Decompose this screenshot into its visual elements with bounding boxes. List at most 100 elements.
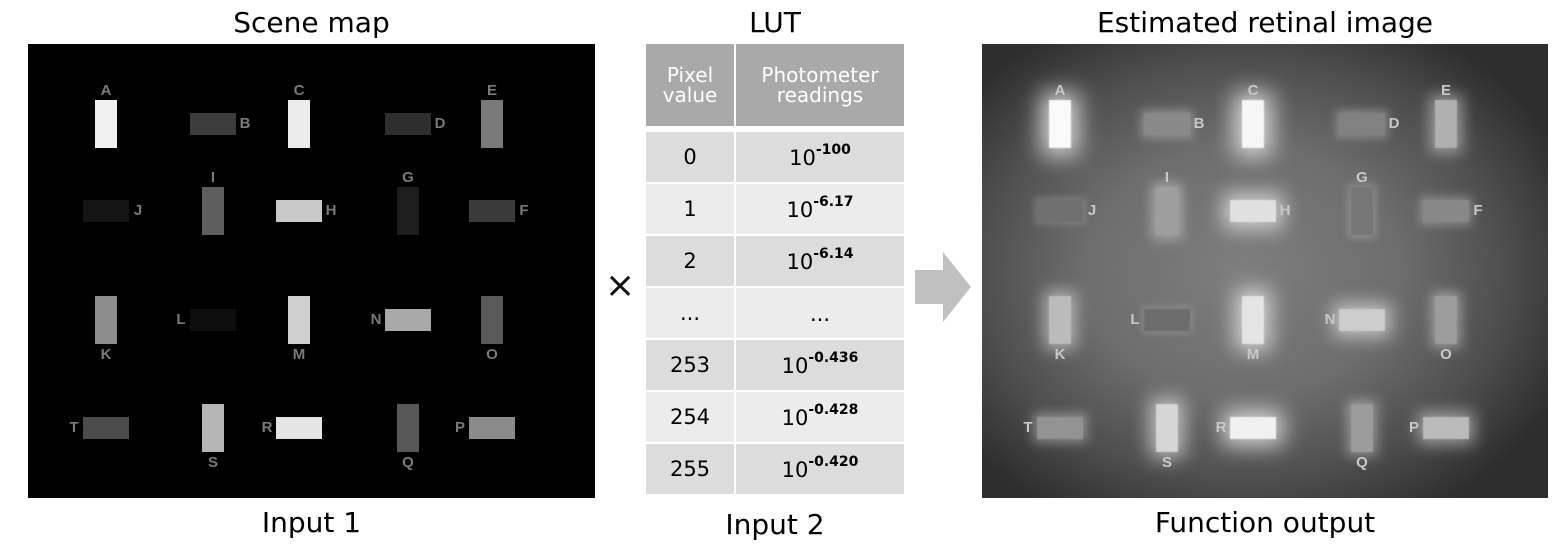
patch-label-b: B (1193, 115, 1205, 132)
patch-label-p: P (454, 419, 465, 436)
patch-label-h: H (1279, 202, 1291, 219)
patch-o (481, 296, 503, 344)
function-output-caption: Function output (1154, 506, 1376, 539)
patch-e (1435, 100, 1457, 148)
lut-reading-base: ... (809, 301, 831, 326)
patch-label-i: I (1164, 169, 1170, 186)
patch-o (1435, 296, 1457, 344)
patch-label-l: L (1130, 311, 1140, 328)
retinal-image-title: Estimated retinal image (1096, 6, 1434, 39)
lut-reading-exponent: -100 (815, 141, 851, 158)
patch-label-c: C (1247, 82, 1259, 99)
patch-label-d: D (434, 115, 446, 132)
lut-reading-base: 10 (781, 457, 809, 482)
patch-label-r: R (1215, 419, 1227, 436)
lut-pixel-value: 1 (646, 182, 736, 235)
patch-label-f: F (1473, 202, 1483, 219)
patch-label-o: O (1440, 346, 1452, 363)
lut-reading-base: 10 (786, 249, 814, 274)
patch-label-h: H (325, 202, 337, 219)
patch-g (397, 187, 419, 235)
patch-label-n: N (1324, 311, 1336, 328)
lut-reading-exponent: -0.436 (808, 349, 859, 366)
lut-pixel-value: 254 (646, 390, 736, 443)
patch-c (1242, 100, 1264, 148)
multiply-operator: × (605, 265, 636, 306)
patch-f (469, 200, 515, 222)
lut-title: LUT (749, 6, 801, 39)
patch-f (1423, 200, 1469, 222)
patch-n (1339, 309, 1385, 331)
patch-a (95, 100, 117, 148)
patch-label-g: G (1356, 169, 1368, 186)
patch-m (1242, 296, 1264, 344)
patch-k (95, 296, 117, 344)
patch-label-s: S (207, 454, 218, 471)
patch-m (288, 296, 310, 344)
patch-label-p: P (1408, 419, 1419, 436)
patch-t (1037, 417, 1083, 439)
patch-i (202, 187, 224, 235)
lut-reading-base: 10 (781, 353, 809, 378)
patch-label-f: F (519, 202, 529, 219)
patch-label-o: O (486, 346, 498, 363)
patch-i (1156, 187, 1178, 235)
patch-label-s: S (1161, 454, 1172, 471)
lut-photometer-reading: 10-0.436 (735, 338, 904, 391)
lut-photometer-reading: 10-0.428 (735, 390, 904, 443)
patch-n (385, 309, 431, 331)
patch-g (1351, 187, 1373, 235)
patch-l (1144, 309, 1190, 331)
lut-pixel-value: 0 (646, 130, 736, 183)
patch-h (1230, 200, 1276, 222)
patch-label-d: D (1388, 115, 1400, 132)
patch-label-m: M (1246, 346, 1260, 363)
patch-label-l: L (176, 311, 186, 328)
patch-s (1156, 404, 1178, 452)
lut-pixel-value: 253 (646, 338, 736, 391)
lut-reading-base: 10 (781, 405, 809, 430)
patch-p (469, 417, 515, 439)
right-arrow-icon (915, 252, 971, 322)
patch-h (276, 200, 322, 222)
patch-label-c: C (293, 82, 305, 99)
patch-t (83, 417, 129, 439)
patch-label-i: I (210, 169, 216, 186)
patch-q (397, 404, 419, 452)
lut-photometer-reading: ... (735, 286, 904, 339)
patch-label-j: J (133, 202, 143, 219)
lut-reading-exponent: -0.428 (808, 401, 859, 418)
patch-label-a: A (1054, 82, 1066, 99)
patch-p (1423, 417, 1469, 439)
lut-photometer-reading: 10-6.17 (735, 182, 904, 235)
patch-d (385, 113, 431, 135)
patch-label-e: E (1440, 82, 1451, 99)
patch-b (1144, 113, 1190, 135)
patch-label-q: Q (402, 454, 414, 471)
patch-k (1049, 296, 1071, 344)
patch-s (202, 404, 224, 452)
lut-photometer-reading: 10-6.14 (735, 234, 904, 287)
patch-r (276, 417, 322, 439)
lut-photometer-reading: 10-100 (735, 130, 904, 183)
patch-label-t: T (69, 419, 79, 436)
patch-l (190, 309, 236, 331)
patch-e (481, 100, 503, 148)
patch-d (1339, 113, 1385, 135)
patch-label-m: M (292, 346, 306, 363)
patch-label-q: Q (1356, 454, 1368, 471)
patch-b (190, 113, 236, 135)
patch-label-r: R (261, 419, 273, 436)
patch-label-k: K (100, 346, 112, 363)
lut-row: ...... (646, 286, 904, 339)
patch-label-j: J (1087, 202, 1097, 219)
lut-pixel-value: 255 (646, 442, 736, 494)
patch-label-k: K (1054, 346, 1066, 363)
